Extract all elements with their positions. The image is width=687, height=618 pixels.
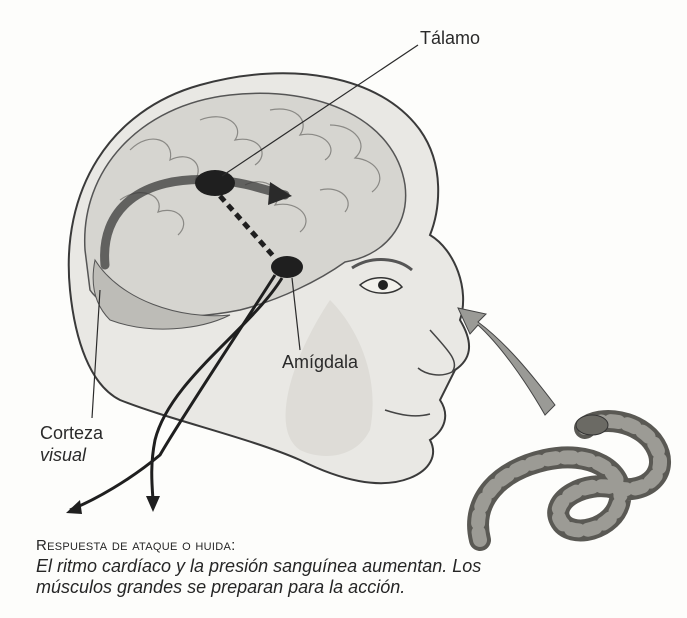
caption-body: El ritmo cardíaco y la presión sanguínea… bbox=[36, 556, 516, 598]
corteza-label-line1: Corteza bbox=[40, 423, 103, 443]
response-arrowhead-left bbox=[66, 500, 82, 514]
response-arrowhead-down bbox=[146, 496, 160, 512]
amigdala-label: Amígdala bbox=[282, 352, 358, 373]
caption: Respuesta de ataque o huida: El ritmo ca… bbox=[36, 535, 516, 598]
caption-title: Respuesta de ataque o huida: bbox=[36, 535, 516, 556]
talamo-label: Tálamo bbox=[420, 28, 480, 49]
visual-input-arrow bbox=[458, 308, 555, 415]
thalamus bbox=[195, 170, 235, 196]
pupil bbox=[378, 280, 388, 290]
snake bbox=[478, 415, 660, 540]
amygdala bbox=[271, 256, 303, 278]
corteza-visual-label: Corteza visual bbox=[40, 422, 103, 466]
corteza-label-line2: visual bbox=[40, 444, 103, 466]
